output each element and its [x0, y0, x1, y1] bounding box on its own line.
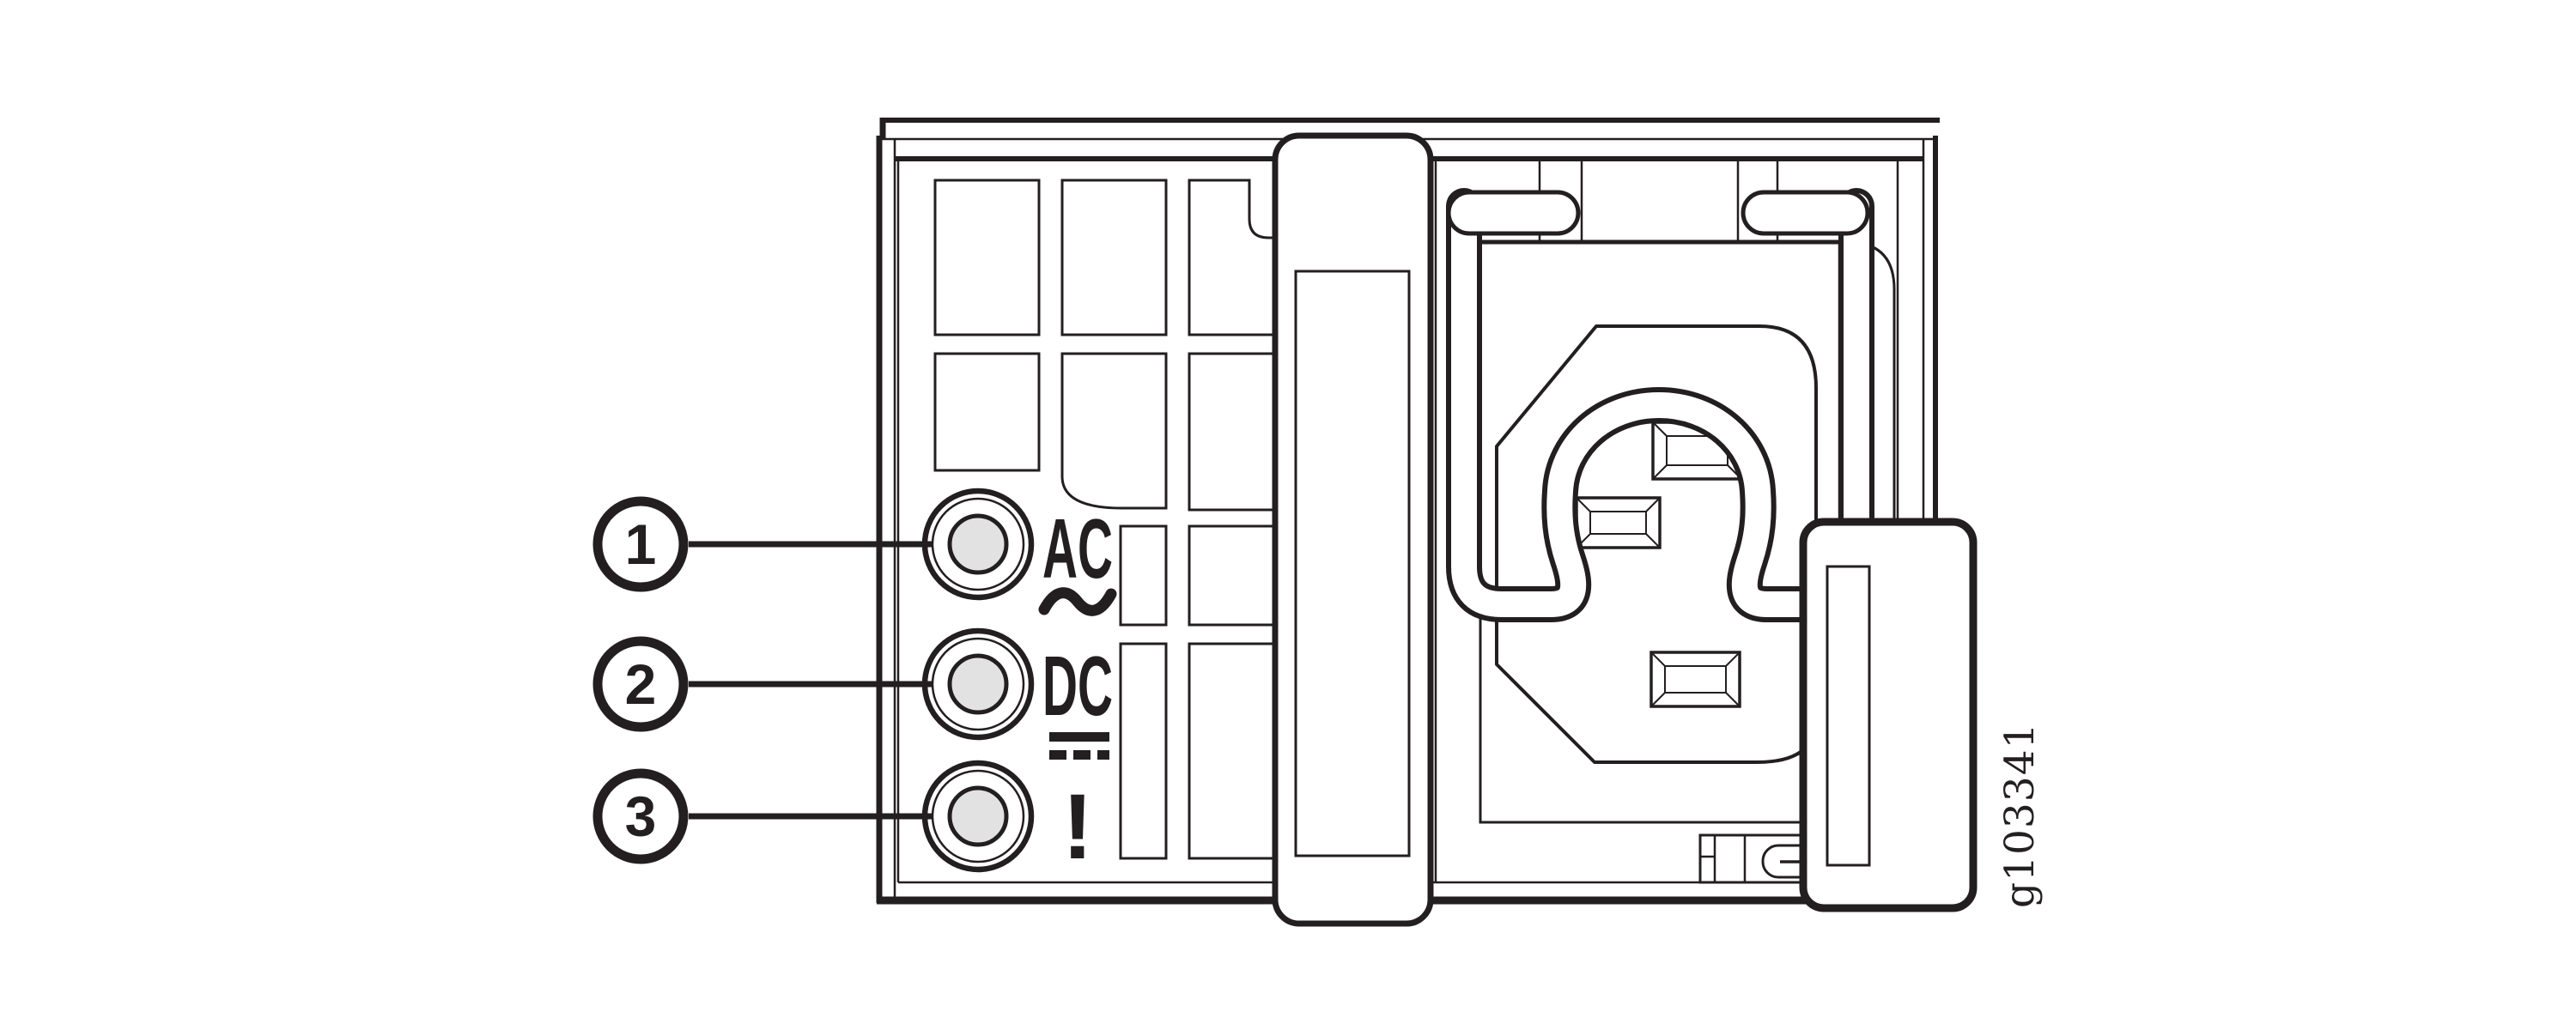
callout-badge-3: 3	[592, 768, 689, 864]
vent-slot	[1188, 642, 1275, 860]
vent-slot	[933, 179, 1041, 336]
bail-lug-right	[1741, 190, 1870, 236]
callout-badge-2: 2	[592, 636, 689, 732]
lever-body	[1799, 518, 1978, 912]
ac-inlet-module	[1446, 161, 1896, 824]
dc-bars-icon	[1049, 732, 1109, 760]
bail-wire-core	[1451, 193, 1869, 617]
vent-slot	[933, 352, 1041, 472]
handle	[1272, 132, 1434, 927]
led-dc	[921, 627, 1035, 741]
vent-slot-notched-bottom-left	[1060, 352, 1168, 510]
handle-outer	[1272, 132, 1434, 927]
callouts: 1 2 3	[592, 496, 933, 864]
bail-lug-left	[1446, 190, 1581, 236]
led-alarm	[921, 760, 1035, 873]
led-dc-label: DC	[1042, 639, 1113, 733]
vent-slot	[1188, 352, 1275, 512]
led-lens	[947, 785, 1009, 847]
inlet-pin-slot-bottom	[1649, 651, 1741, 708]
vent-slot	[1060, 179, 1168, 336]
led-labels: AC DC !	[1038, 501, 1117, 878]
led-ac-label: AC	[1042, 501, 1113, 596]
vent-slot	[1188, 524, 1275, 627]
vent-grid	[933, 179, 1275, 860]
callout-number-3: 3	[625, 785, 657, 848]
lever-recess	[1826, 565, 1871, 867]
vent-slot-notched-top-right	[1188, 179, 1275, 336]
led-lens	[947, 513, 1009, 575]
led-alarm-label: !	[1062, 774, 1093, 878]
callout-number-2: 2	[625, 652, 657, 716]
vent-slot	[1119, 524, 1168, 627]
handle-grip-recess	[1294, 270, 1411, 857]
callout-badge-1: 1	[592, 496, 689, 592]
cord-retainer-bail	[1446, 188, 1874, 622]
figure-id: g103341	[1996, 722, 2044, 908]
ac-wave-icon	[1038, 587, 1117, 616]
led-lens	[947, 653, 1009, 715]
vent-slot	[1119, 642, 1168, 860]
ejector-lever	[1799, 518, 1978, 912]
led-ac	[921, 488, 1035, 601]
callout-number-1: 1	[625, 512, 657, 576]
